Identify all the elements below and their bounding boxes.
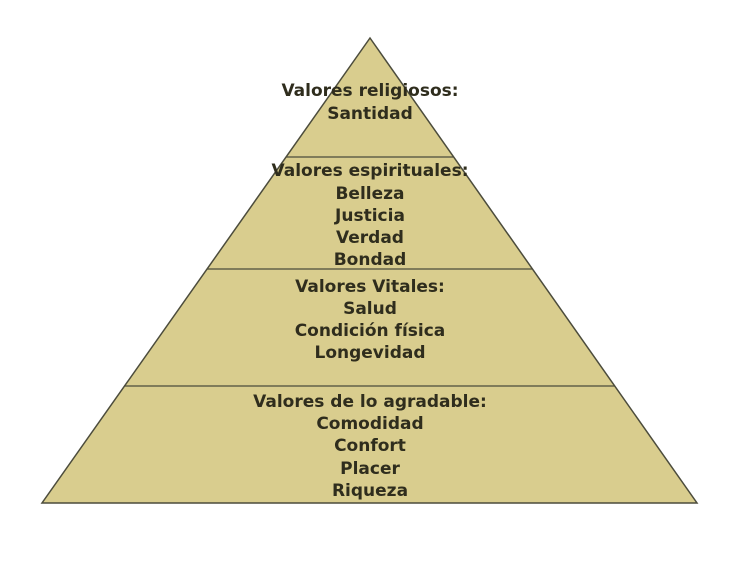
- level-1-item: Santidad: [327, 104, 413, 124]
- pyramid-labels: Valores religiosos: Santidad Valores esp…: [253, 81, 487, 501]
- level-1-title: Valores religiosos:: [281, 81, 458, 101]
- level-2-title: Valores espirituales:: [272, 161, 469, 181]
- level-4-item: Comodidad: [316, 414, 423, 434]
- level-2-item: Belleza: [335, 184, 404, 204]
- level-3-item: Longevidad: [314, 343, 425, 363]
- level-4-item: Placer: [340, 459, 400, 479]
- pyramid-shape: [40, 36, 699, 504]
- level-2-item: Verdad: [336, 228, 404, 248]
- level-4-item: Confort: [334, 436, 406, 456]
- level-4-title: Valores de lo agradable:: [253, 392, 487, 412]
- level-4-item: Riqueza: [332, 481, 408, 501]
- level-2-item: Justicia: [334, 206, 405, 226]
- level-3-title: Valores Vitales:: [295, 277, 445, 297]
- level-3-item: Salud: [343, 299, 397, 319]
- level-2-item: Bondad: [334, 250, 407, 270]
- level-3-item: Condición física: [295, 321, 446, 341]
